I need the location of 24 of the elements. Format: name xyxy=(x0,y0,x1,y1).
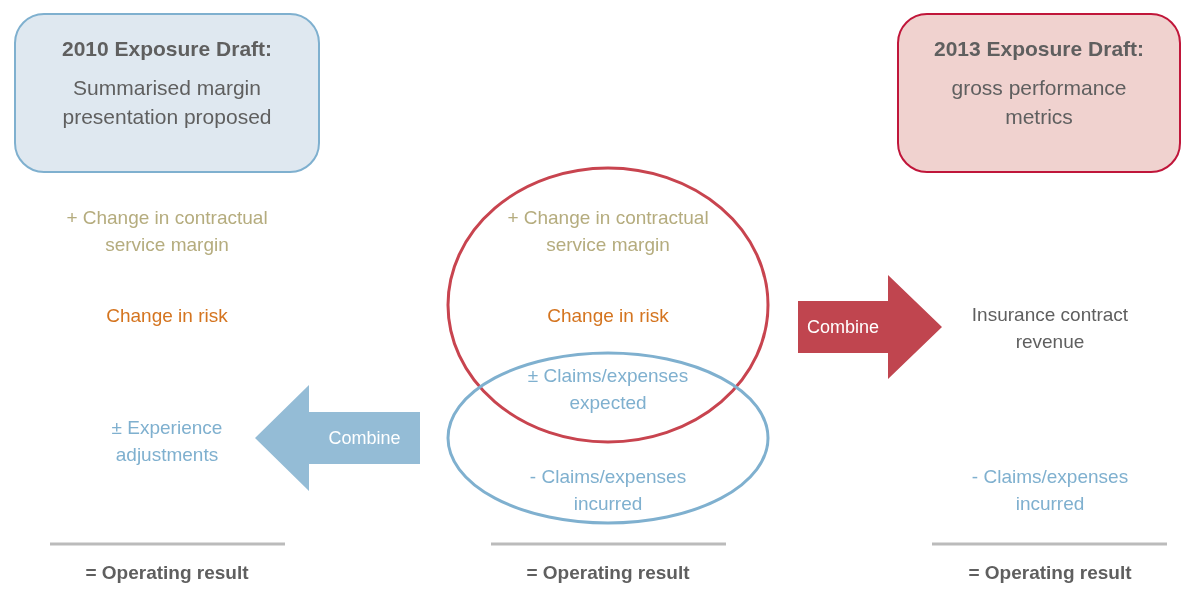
block-arrow xyxy=(798,275,942,379)
total-line: = Operating result xyxy=(84,560,250,585)
ellipse xyxy=(446,166,770,444)
card-text: gross performance metrics xyxy=(950,75,1128,130)
line-item: Change in risk xyxy=(105,303,229,328)
card-heading: 2010 Exposure Draft: xyxy=(61,37,273,61)
card-text: Summarised margin presentation proposed xyxy=(61,75,273,130)
draft-card xyxy=(897,13,1181,173)
line-item: ± Claims/expenses expected xyxy=(526,364,690,415)
line-item: + Change in contractual service margin xyxy=(506,206,710,257)
total-line: = Operating result xyxy=(967,560,1133,585)
card-heading: 2013 Exposure Draft: xyxy=(933,37,1145,61)
line-item: Change in risk xyxy=(546,303,670,328)
line-item: Insurance contract revenue xyxy=(950,301,1150,355)
block-arrow xyxy=(255,385,420,491)
ellipse xyxy=(446,351,770,525)
edge-label: Combine xyxy=(807,316,879,338)
line-item: - Claims/expenses incurred xyxy=(970,465,1130,516)
line-item: - Claims/expenses incurred xyxy=(528,465,688,516)
edge-label: Combine xyxy=(328,427,401,449)
draft-card xyxy=(14,13,320,173)
total-line: = Operating result xyxy=(525,560,691,585)
line-item: + Change in contractual service margin xyxy=(65,206,269,257)
line-item: ± Experience adjustments xyxy=(87,414,247,468)
